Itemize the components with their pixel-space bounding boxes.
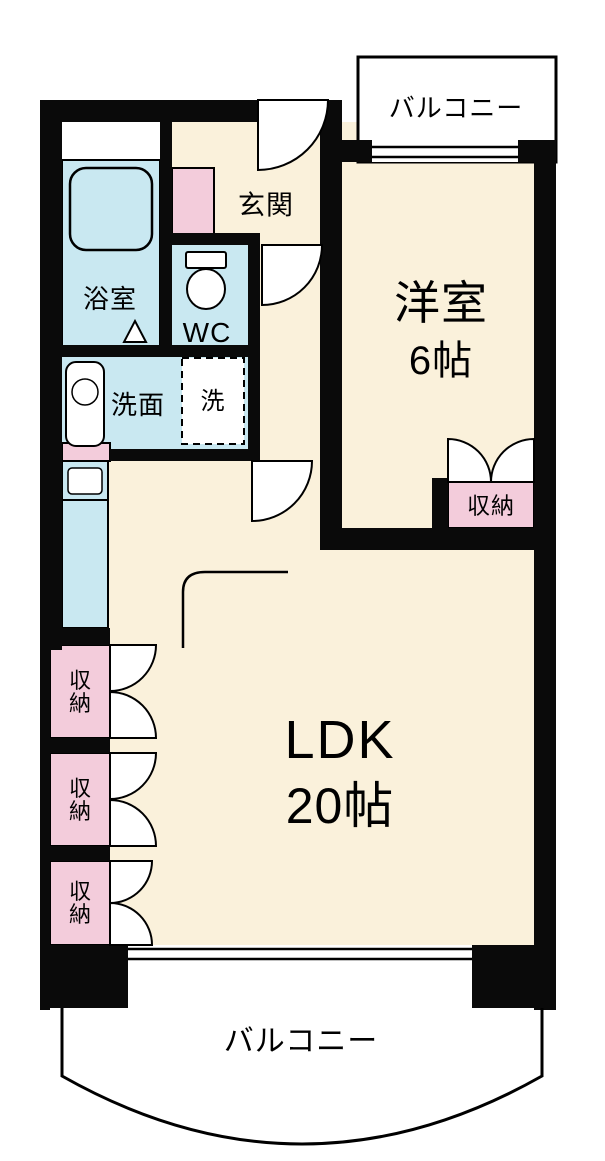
laundry-pan — [181, 357, 245, 445]
wall-bottom-left-block — [40, 945, 128, 1008]
wall-closet-sep-1 — [50, 738, 110, 753]
balcony-top-label: バルコニー — [388, 93, 524, 123]
bathtub — [68, 166, 154, 252]
wall-right — [534, 140, 556, 1010]
kitchen-sink — [67, 467, 103, 495]
bath-door-marker — [122, 318, 148, 343]
wall-wc-right — [248, 233, 260, 357]
western-room-label: 洋室 — [394, 277, 488, 329]
shoe-cabinet — [171, 167, 215, 235]
wall-storage-side — [432, 478, 448, 528]
wall-left-upper — [40, 100, 62, 650]
closet-2-door-top — [109, 752, 158, 801]
closet-1-door-top — [109, 644, 158, 693]
wc-label: WC — [182, 317, 232, 348]
closet-3-door-bottom — [109, 901, 154, 946]
storage-right-label: 収納 — [467, 492, 515, 519]
toilet-tank — [185, 251, 227, 269]
balcony-bottom-label: バルコニー — [223, 1025, 379, 1058]
laundry-label: 洗 — [200, 388, 226, 415]
ldk-size-label: 20帖 — [285, 778, 395, 834]
closet-1-door-bottom — [109, 690, 158, 739]
closet-2-door-bottom — [109, 798, 158, 847]
closet-3-label: 収納 — [68, 878, 91, 927]
entrance-door-swing — [257, 99, 330, 172]
window-top-gap — [372, 140, 518, 162]
wall-western-bottom — [320, 528, 556, 550]
bath-void — [62, 122, 160, 160]
wall-closet-sep-2 — [50, 846, 110, 861]
wc-door-swing — [261, 244, 324, 307]
wall-top-left — [40, 100, 260, 122]
closet-1-label: 収納 — [68, 667, 91, 716]
wall-washroom-right — [248, 357, 260, 461]
toilet-bowl — [186, 268, 226, 310]
wall-bottom-right-block — [472, 945, 556, 1008]
entrance-label: 玄関 — [238, 190, 294, 221]
balcony-bottom-rail — [60, 1008, 544, 1146]
wall-wc-top — [160, 233, 260, 245]
storage-door-right — [489, 437, 535, 483]
hall-door-swing — [251, 460, 314, 523]
wall-western-left — [320, 100, 342, 550]
wall-left-lower — [40, 650, 50, 1010]
washroom-label: 洗面 — [110, 390, 166, 420]
wall-counter-stub — [40, 628, 110, 645]
western-room-size-label: 6帖 — [408, 339, 474, 383]
wall-washroom-bottom — [110, 449, 260, 461]
bathroom-label: 浴室 — [82, 284, 138, 314]
vanity-basin — [71, 378, 99, 406]
closet-2-label: 収納 — [68, 775, 91, 824]
wall-washroom-top — [40, 345, 260, 357]
ldk-label: LDK — [284, 710, 396, 770]
kitchen-partition-line — [181, 570, 288, 648]
